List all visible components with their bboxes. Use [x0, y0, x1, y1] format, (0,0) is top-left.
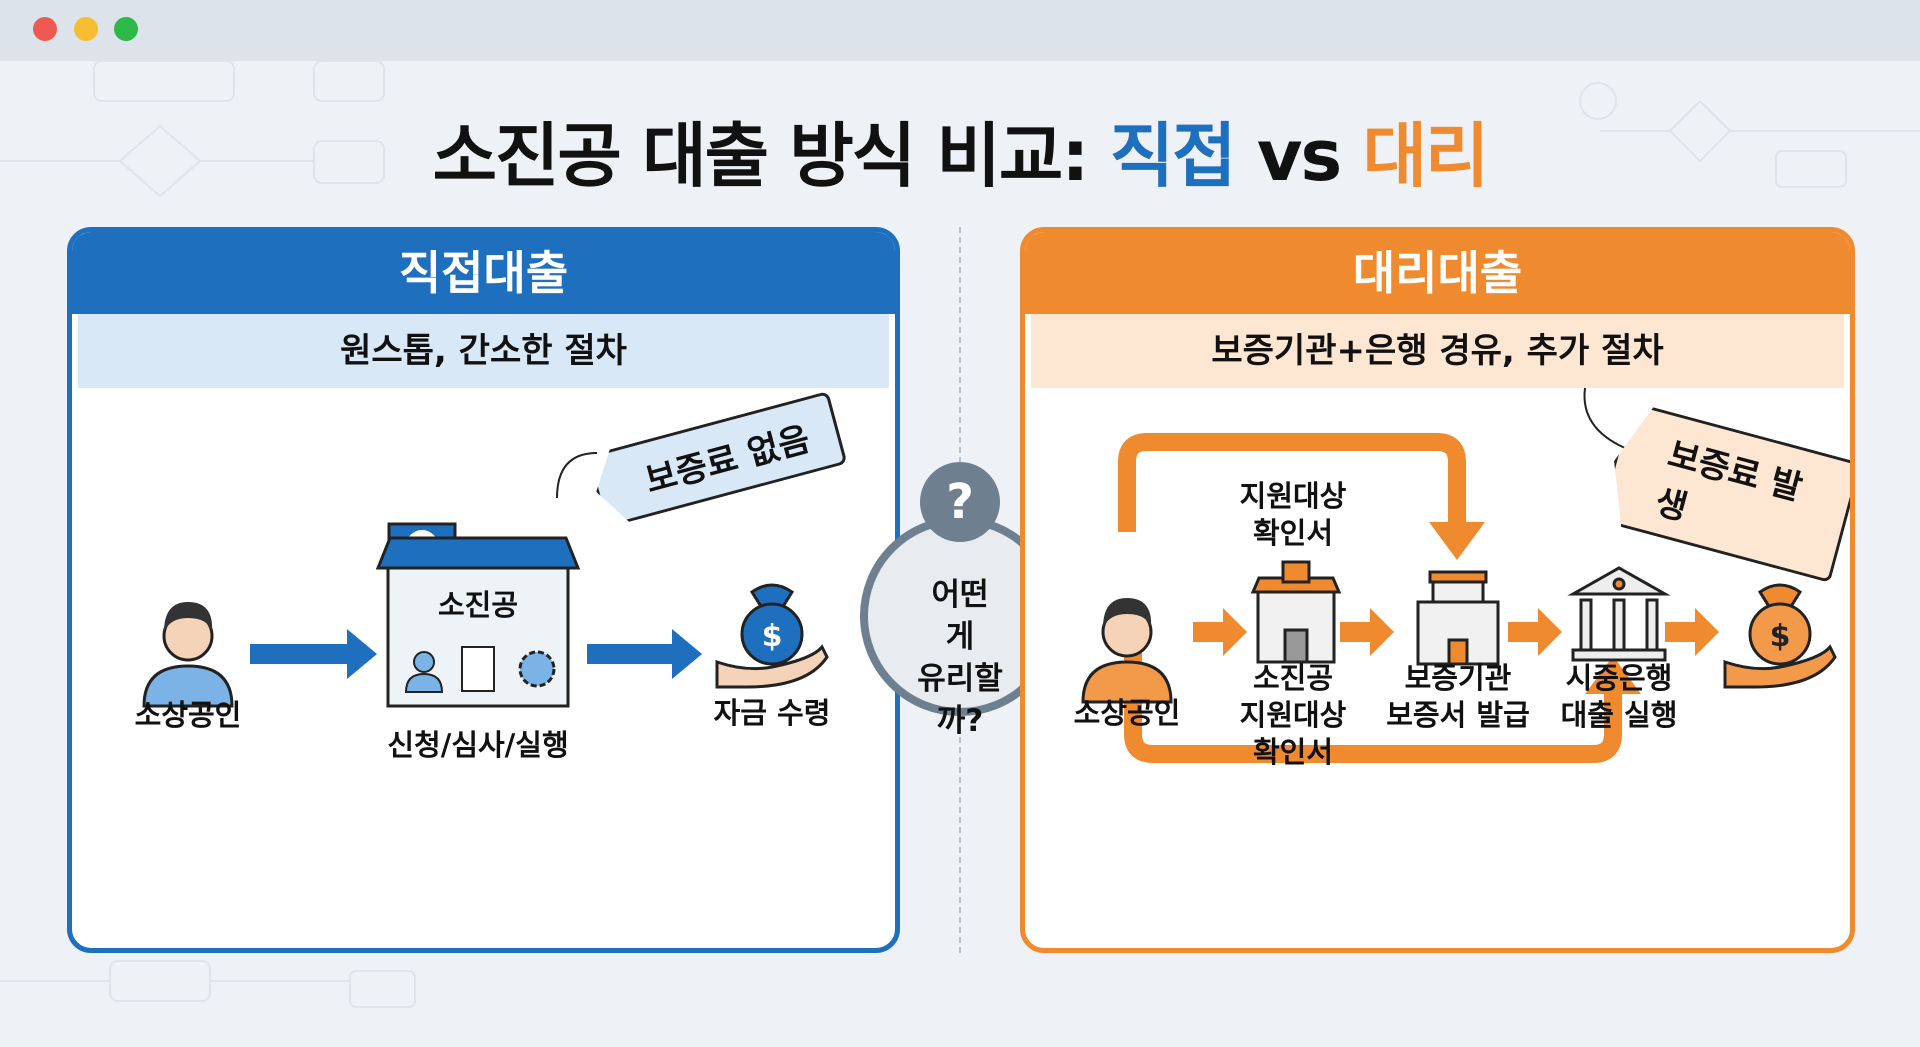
money-bag-hand-icon: $: [1723, 583, 1837, 689]
sojingong-building-icon: [375, 522, 581, 708]
step-label-guarantee: 보증기관 보증서 발급: [1386, 661, 1530, 732]
org-label: 소진공: [437, 588, 519, 622]
person-label: 소상공인: [1073, 696, 1181, 730]
close-button[interactable]: [33, 17, 57, 41]
page-title: 소진공 대출 방식 비교: 직접 vs 대리: [0, 100, 1920, 201]
agency-loan-subheader: 보증기관+은행 경유, 추가 절차: [1031, 314, 1844, 388]
person-icon: [142, 602, 234, 708]
title-text: 소진공 대출 방식 비교:: [432, 115, 1110, 197]
step-arrows: [1193, 608, 1719, 656]
arrow-icon: [587, 629, 702, 679]
org-steps-label: 신청/심사/실행: [387, 728, 569, 762]
agency-flow-graphics: $: [1081, 387, 1837, 763]
loop-label: 지원대상 확인서: [1239, 479, 1347, 550]
maximize-button[interactable]: [114, 17, 138, 41]
minimize-button[interactable]: [74, 17, 98, 41]
arrow-icon: [250, 629, 377, 679]
window-titlebar: [0, 0, 1920, 61]
person-label: 소상공인: [134, 698, 242, 732]
money-label: 자금 수령: [713, 696, 831, 730]
title-agency: 대리: [1362, 115, 1490, 197]
bank-icon: [1567, 566, 1671, 662]
title-vs: vs: [1234, 115, 1363, 197]
sojingong-office-icon: [1250, 560, 1342, 664]
agency-loan-header: 대리대출: [1025, 232, 1850, 314]
step-label-sojingong: 소진공 지원대상 확인서: [1239, 661, 1347, 769]
direct-loan-header: 직접대출: [72, 232, 895, 314]
agency-loan-panel: 대리대출 보증기관+은행 경유, 추가 절차: [1020, 227, 1855, 953]
money-bag-hand-icon: $: [715, 583, 829, 689]
loop-arrow-bottom: [1124, 604, 1622, 763]
svg-text:$: $: [762, 619, 783, 654]
title-direct: 직접: [1109, 115, 1237, 197]
loop-arrow-top: [1118, 433, 1466, 532]
direct-loan-subheader: 원스톱, 간소한 절차: [78, 314, 889, 388]
direct-flow-graphics: $: [142, 452, 829, 708]
step-label-bank: 시중은행 대출 실행: [1560, 661, 1678, 732]
background-flowchart-decoration: [0, 61, 1920, 1008]
direct-loan-panel: 직접대출 원스톱, 간소한 절차 $ 소상공인 소진공 신청/심사/실행 자금 …: [67, 227, 900, 953]
question-text: 어떤 게 유리할까?: [917, 577, 1003, 739]
svg-text:$: $: [1770, 619, 1791, 654]
person-icon: [1081, 598, 1173, 704]
question-icon: ?: [920, 462, 1000, 542]
guarantee-agency-building-icon: [1416, 570, 1500, 666]
